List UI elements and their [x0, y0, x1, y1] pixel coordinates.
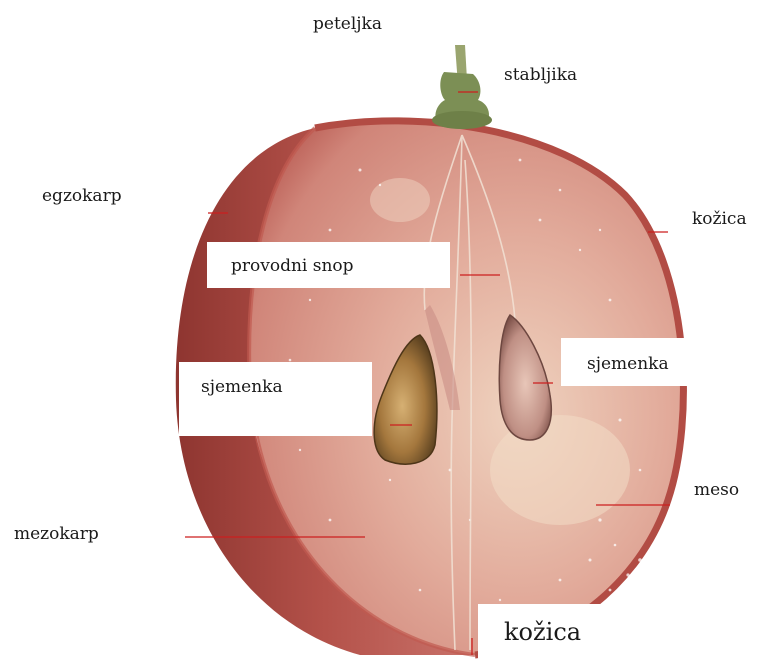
label-sjemenka-left: sjemenka: [179, 362, 372, 396]
label-egzokarp: egzokarp: [42, 188, 122, 205]
label-stabljika: stabljika: [504, 67, 577, 84]
label-sjemenka-right: sjemenka: [561, 338, 701, 373]
label-box-kozica-bottom: kožica: [478, 604, 628, 660]
label-box-sjemenka-right: sjemenka: [561, 338, 701, 386]
stem: [432, 45, 492, 129]
label-box-provodni-snop: provodni snop: [207, 242, 450, 288]
label-box-sjemenka-left: sjemenka: [179, 362, 372, 436]
label-provodni-snop: provodni snop: [207, 242, 450, 275]
label-meso: meso: [694, 482, 739, 499]
label-peteljka: peteljka: [313, 16, 382, 33]
label-mezokarp: mezokarp: [14, 526, 99, 543]
label-kozica-right: kožica: [692, 211, 747, 228]
label-kozica-bottom: kožica: [478, 604, 628, 644]
